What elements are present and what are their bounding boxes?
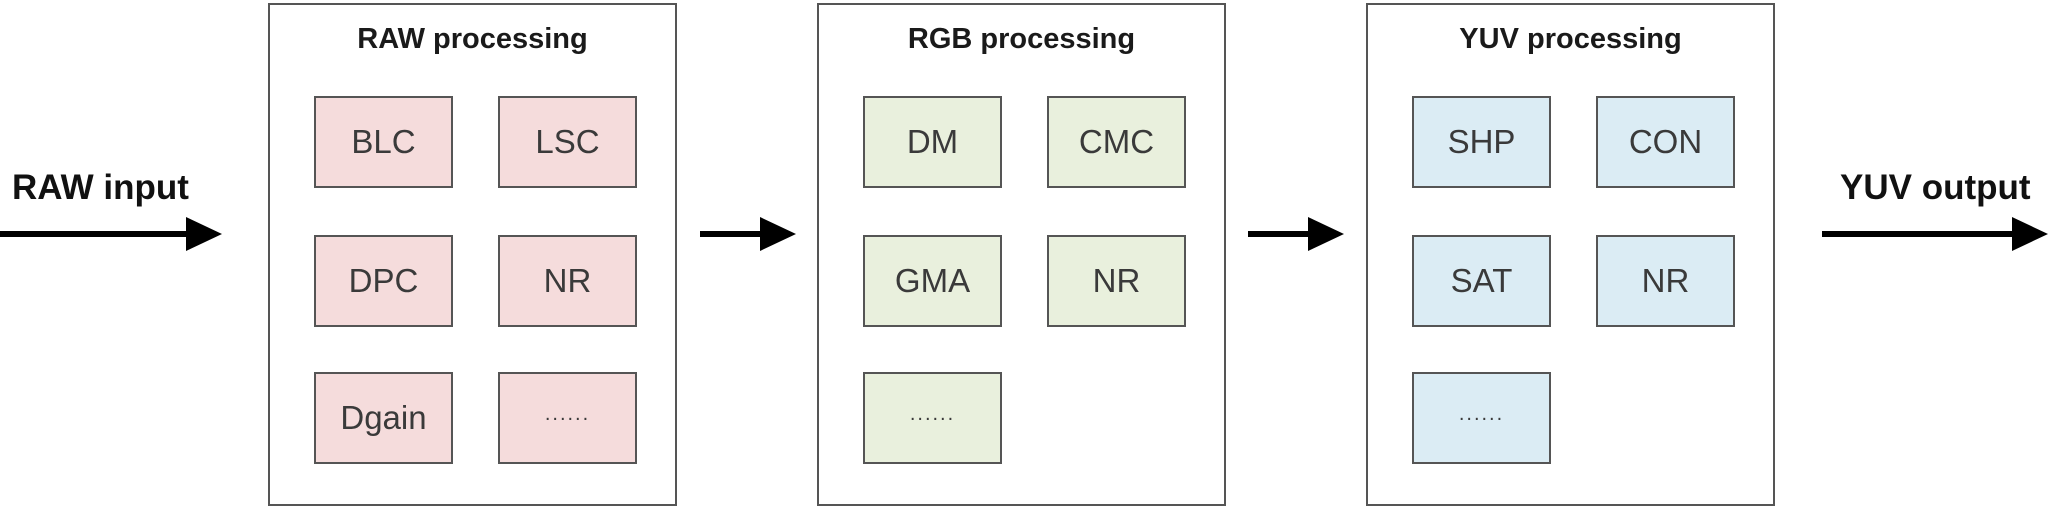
raw-to-rgb-arrow — [700, 217, 796, 251]
module-more: ...... — [863, 372, 1002, 464]
output-arrow — [1822, 217, 2048, 251]
module-cmc: CMC — [1047, 96, 1186, 188]
module-lsc: LSC — [498, 96, 637, 188]
module-nr: NR — [1047, 235, 1186, 327]
module-blc: BLC — [314, 96, 453, 188]
module-nr: NR — [1596, 235, 1735, 327]
rgb-processing-stage: RGB processing DM CMC GMA NR ...... — [817, 3, 1226, 506]
module-dgain: Dgain — [314, 372, 453, 464]
module-shp: SHP — [1412, 96, 1551, 188]
more-ellipsis: ...... — [909, 402, 956, 425]
input-arrow — [0, 217, 222, 251]
rgb-to-yuv-arrow — [1248, 217, 1344, 251]
yuv-processing-title: YUV processing — [1459, 23, 1682, 55]
module-more: ...... — [498, 372, 637, 464]
module-sat: SAT — [1412, 235, 1551, 327]
more-ellipsis: ...... — [544, 402, 591, 425]
raw-processing-title: RAW processing — [357, 23, 588, 55]
module-gma: GMA — [863, 235, 1002, 327]
module-con: CON — [1596, 96, 1735, 188]
module-dm: DM — [863, 96, 1002, 188]
more-ellipsis: ...... — [1458, 402, 1505, 425]
module-dpc: DPC — [314, 235, 453, 327]
yuv-output-label: YUV output — [1840, 168, 2031, 207]
raw-processing-stage: RAW processing BLC LSC DPC NR Dgain ....… — [268, 3, 677, 506]
module-nr: NR — [498, 235, 637, 327]
yuv-processing-stage: YUV processing SHP CON SAT NR ...... — [1366, 3, 1775, 506]
raw-input-label: RAW input — [12, 168, 189, 207]
module-more: ...... — [1412, 372, 1551, 464]
rgb-processing-title: RGB processing — [907, 23, 1136, 55]
